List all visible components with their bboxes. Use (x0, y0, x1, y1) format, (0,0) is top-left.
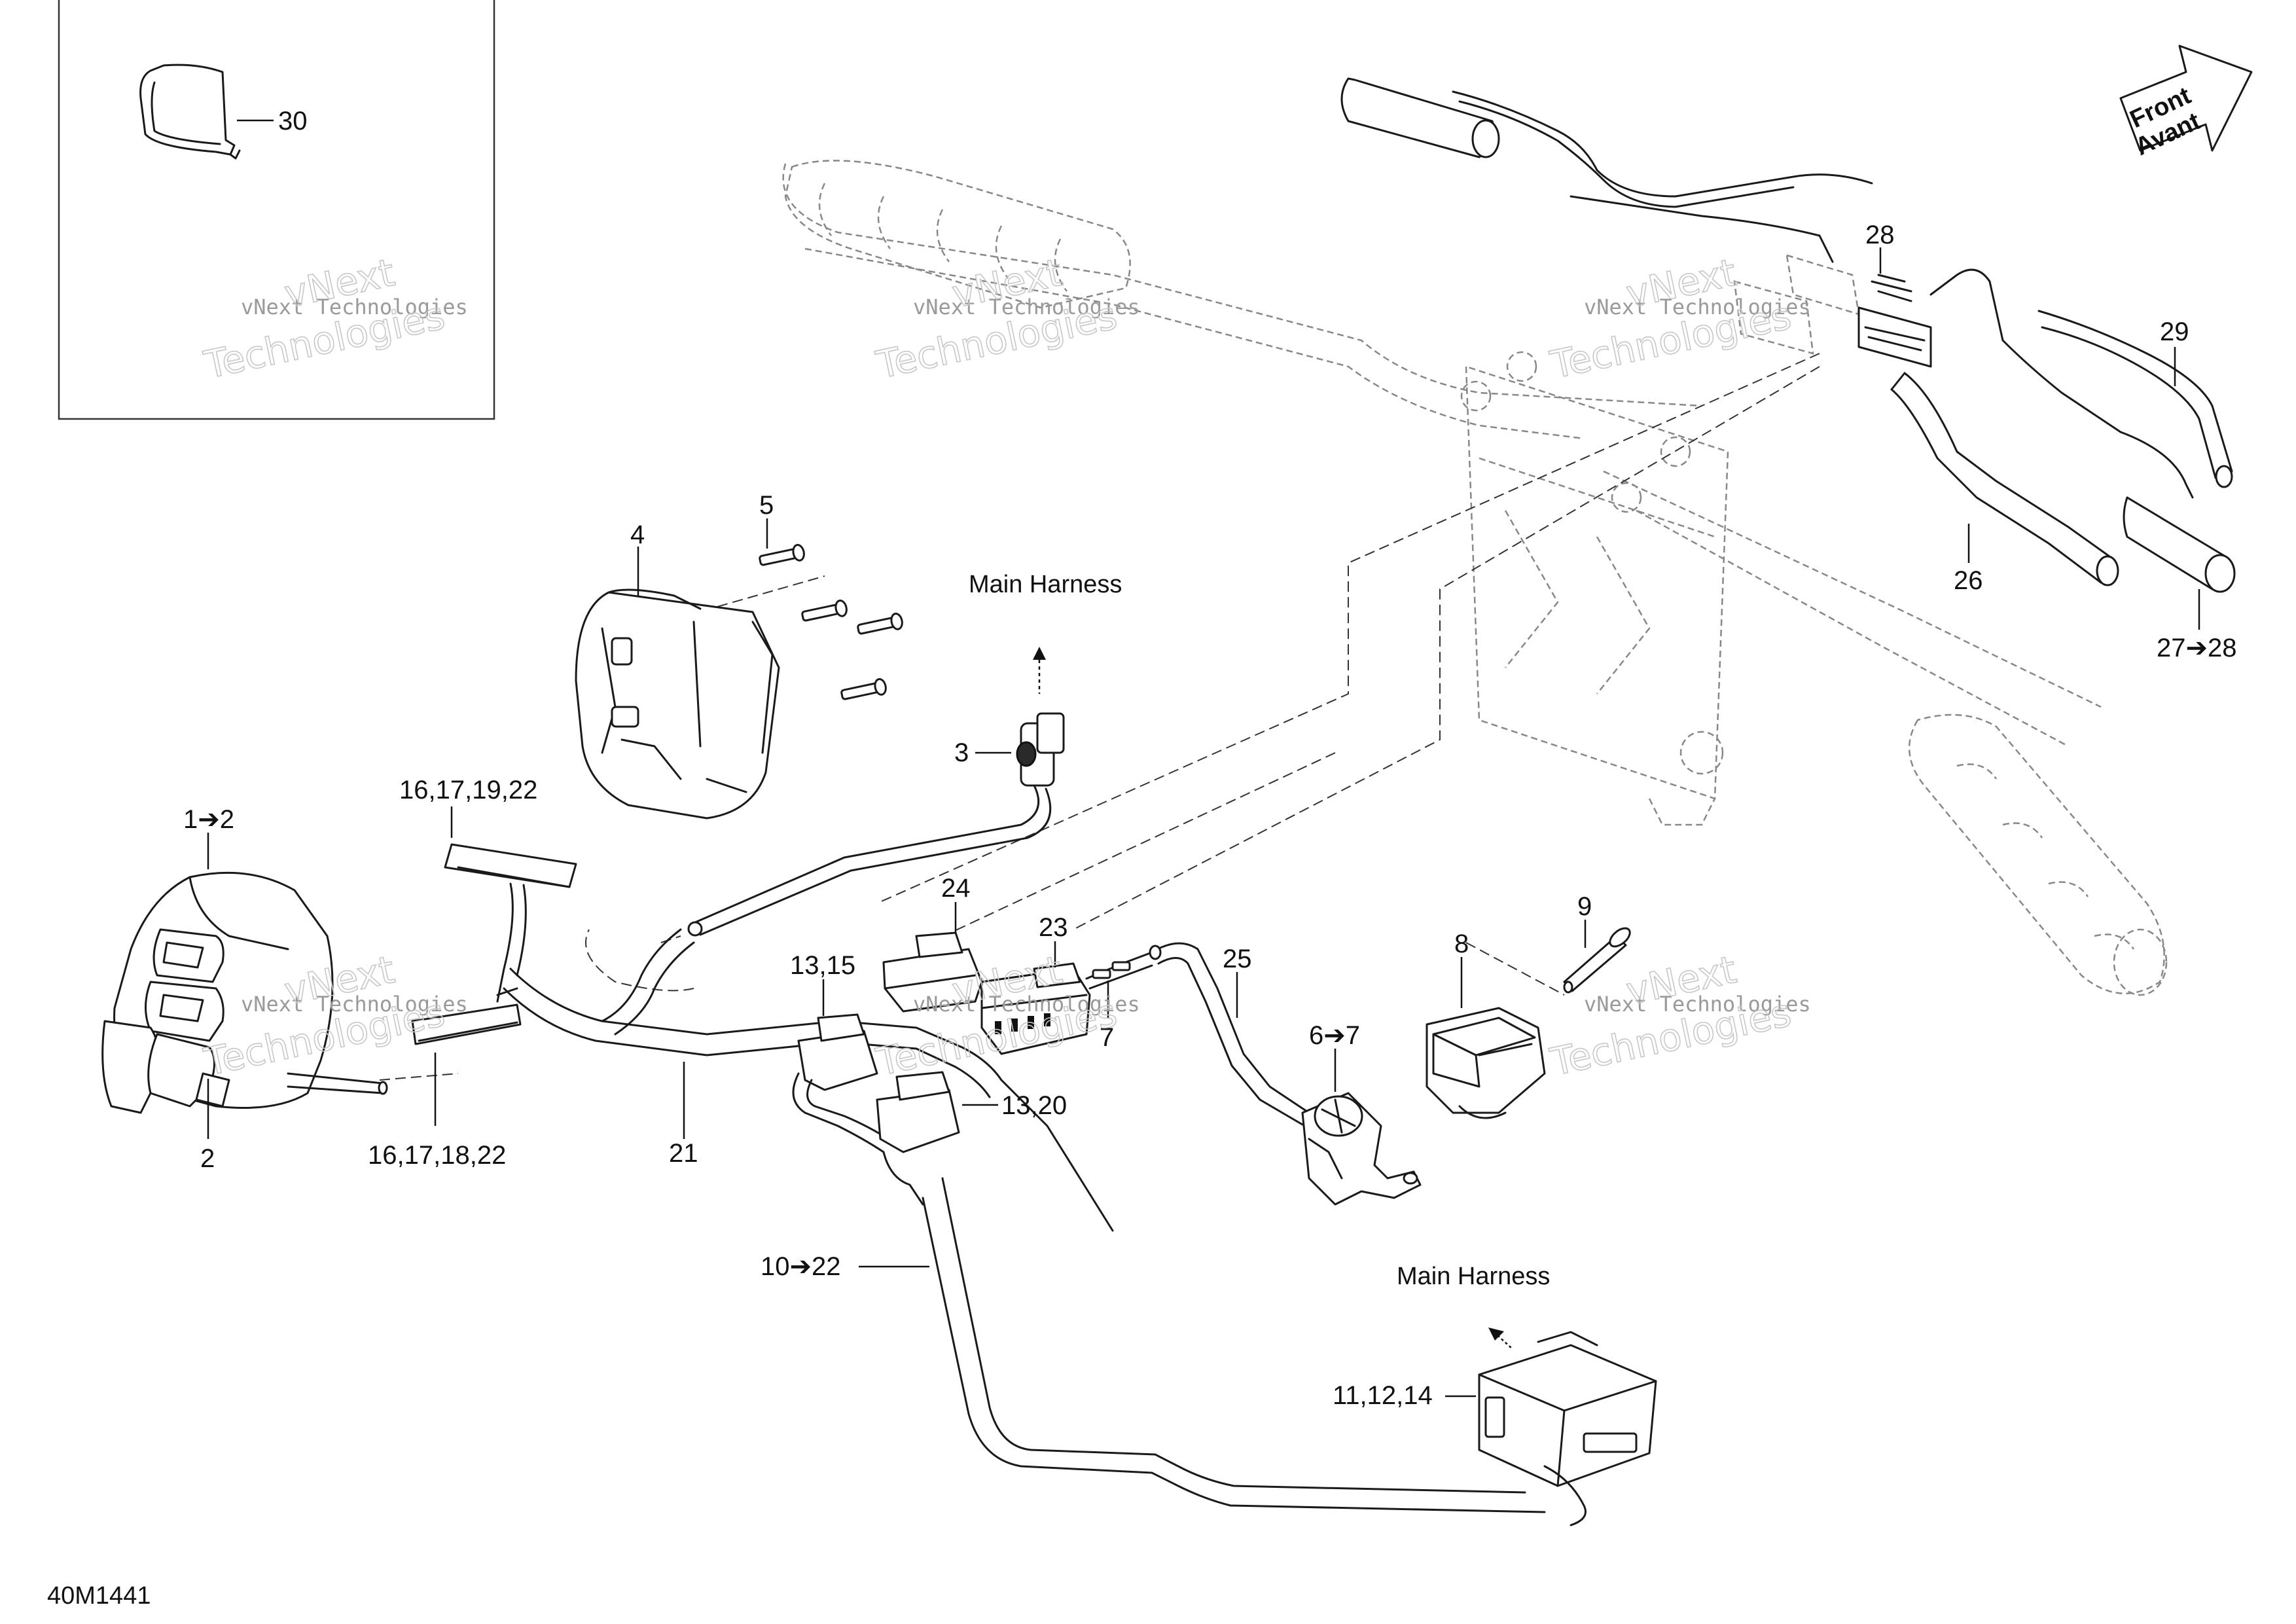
part-3-connector[interactable] (687, 712, 1065, 937)
connector-11-12-14[interactable] (1478, 1331, 1657, 1526)
front-arrow-icon: Front Avant (2119, 45, 2253, 161)
callout-21: 21 (669, 1139, 698, 1168)
part-6-switch[interactable] (1301, 1092, 1422, 1206)
callout-1-2: 1➔2 (183, 805, 234, 834)
callout-13-20: 13,20 (1001, 1091, 1067, 1120)
connector-13-15[interactable] (792, 1013, 891, 1153)
handlebar-phantom (782, 160, 2168, 996)
callout-30: 30 (278, 107, 308, 135)
part-29-sleeve[interactable] (2037, 310, 2233, 488)
handlebar-riser-phantom (1460, 351, 1729, 826)
callout-29: 29 (2160, 317, 2189, 346)
callout-4: 4 (630, 520, 645, 549)
drawing-number: 40M1441 (47, 1582, 151, 1610)
left-grip (784, 160, 1131, 309)
connector-23-pins (995, 1013, 1050, 1034)
watermark-2: vNext Technologies vNext Technologies (872, 249, 1140, 388)
svg-text:vNext Technologies: vNext Technologies (1584, 992, 1811, 1017)
main-harness-label-bottom: Main Harness (1397, 1263, 1550, 1290)
connector-24[interactable] (882, 931, 983, 1013)
svg-text:vNext Technologies: vNext Technologies (913, 992, 1140, 1017)
callout-16-17-18-22: 16,17,18,22 (368, 1141, 506, 1170)
arrow-up-icon (1033, 647, 1046, 660)
arrow-up-left-icon (1488, 1327, 1504, 1341)
svg-text:vNext Technologies: vNext Technologies (913, 295, 1140, 319)
upper-throttle-assembly (1340, 77, 2194, 499)
part-27-sleeve[interactable] (2123, 496, 2236, 593)
part-7-terminals[interactable] (1085, 951, 1153, 990)
callout-27-28: 27➔28 (2157, 634, 2237, 662)
callout-28: 28 (1865, 221, 1895, 249)
part-9-bolt[interactable] (1563, 925, 1633, 994)
part-25-harness[interactable] (1149, 942, 1310, 1126)
right-grip (1908, 713, 2165, 994)
callout-8: 8 (1454, 929, 1469, 958)
callout-11-12-14: 11,12,14 (1333, 1381, 1433, 1410)
part-10-22-harness[interactable] (922, 1177, 1546, 1513)
svg-text:vNext Technologies: vNext Technologies (241, 295, 468, 319)
callout-2: 2 (200, 1144, 215, 1173)
part-1-switch-housing[interactable] (101, 871, 388, 1114)
callout-10-22: 10➔22 (761, 1252, 841, 1281)
callout-13-15: 13,15 (790, 951, 855, 980)
watermark-1: vNext Technologies vNext Technologies (200, 249, 468, 388)
part-4-housing[interactable] (575, 588, 780, 820)
part-28-terminals[interactable] (1871, 274, 1912, 302)
main-harness-label-top: Main Harness (969, 571, 1122, 598)
inset-box: 30 (58, 0, 495, 420)
part-21-harness[interactable] (503, 928, 1114, 1232)
svg-text:vNext Technologies: vNext Technologies (1584, 295, 1811, 319)
callout-23: 23 (1039, 913, 1068, 942)
watermark-6: vNext Technologies vNext Technologies (1546, 947, 1811, 1085)
callout-25: 25 (1223, 945, 1252, 973)
callout-3: 3 (954, 738, 969, 767)
part-26-tube[interactable] (1890, 372, 2119, 586)
connector-23[interactable] (980, 962, 1091, 1055)
callout-7: 7 (1100, 1023, 1114, 1052)
connector-16-17-19-22[interactable] (444, 843, 577, 1003)
connector-13-20[interactable] (876, 1071, 960, 1206)
part-8-block[interactable] (1426, 1007, 1546, 1119)
watermark-3: vNext Technologies vNext Technologies (1546, 249, 1811, 388)
callout-5: 5 (759, 491, 774, 520)
callout-9: 9 (1577, 892, 1592, 921)
callout-16-17-19-22: 16,17,19,22 (399, 776, 537, 804)
part-5-screws[interactable] (759, 544, 904, 703)
callout-24: 24 (941, 874, 971, 903)
callout-6-7: 6➔7 (1309, 1021, 1360, 1050)
watermarks: vNext Technologies vNext Technologies vN… (200, 249, 1811, 1085)
callout-26: 26 (1954, 566, 1983, 595)
svg-text:vNext Technologies: vNext Technologies (241, 992, 468, 1017)
part-30-cover[interactable] (139, 63, 241, 160)
